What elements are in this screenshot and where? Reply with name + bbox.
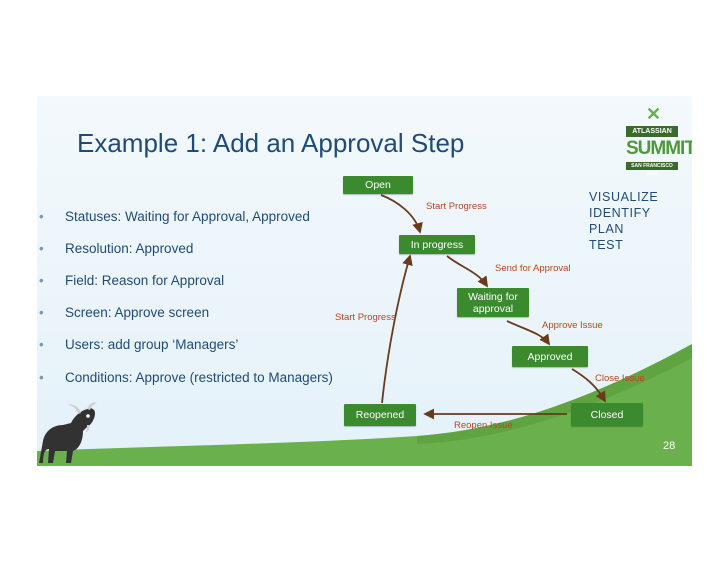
arrow-open-to-inprogress <box>380 194 423 234</box>
process-steps-list: VISUALIZE IDENTIFY PLAN TEST <box>589 189 658 253</box>
logo-location: SAN FRANCISCO 2010 <box>626 162 678 177</box>
transition-label: Close Issue <box>595 373 645 384</box>
status-closed: Closed <box>571 403 643 426</box>
status-approved: Approved <box>512 346 588 367</box>
transition-label: Start Progress <box>335 312 396 323</box>
step-item: TEST <box>589 238 624 252</box>
arrow-approved-to-closed <box>571 368 606 403</box>
summit-x-icon: ✕ <box>646 104 662 124</box>
status-open: Open <box>343 176 413 194</box>
step-item: VISUALIZE <box>589 190 659 204</box>
status-waiting-for-approval: Waiting for approval <box>457 288 529 317</box>
arrow-waiting-to-approved <box>506 320 551 346</box>
transition-label: Approve Issue <box>542 320 603 331</box>
workflow-arrows <box>380 194 606 420</box>
transition-label: Start Progress <box>426 201 487 212</box>
transition-label: Reopen Issue <box>454 420 513 431</box>
goat-mascot-icon <box>39 402 97 463</box>
slide: Example 1: Add an Approval Step ✕ ATLASS… <box>37 96 692 466</box>
logo-brand: ATLASSIAN <box>626 126 678 137</box>
logo-event: SUMMIT <box>626 138 692 159</box>
page-number: 28 <box>663 440 676 452</box>
transition-label: Send for Approval <box>495 263 571 274</box>
step-item: PLAN <box>589 222 625 236</box>
status-reopened: Reopened <box>344 404 416 426</box>
step-item: IDENTIFY <box>589 206 651 220</box>
arrow-reopened-to-inprogress <box>381 254 413 404</box>
slide-title: Example 1: Add an Approval Step <box>77 128 465 158</box>
arrow-inprogress-to-waiting <box>446 255 488 288</box>
atlassian-summit-logo: ✕ ATLASSIAN SUMMIT SAN FRANCISCO 2010 <box>626 104 692 177</box>
status-in-progress: In progress <box>399 235 475 254</box>
green-hill-background <box>37 344 692 466</box>
